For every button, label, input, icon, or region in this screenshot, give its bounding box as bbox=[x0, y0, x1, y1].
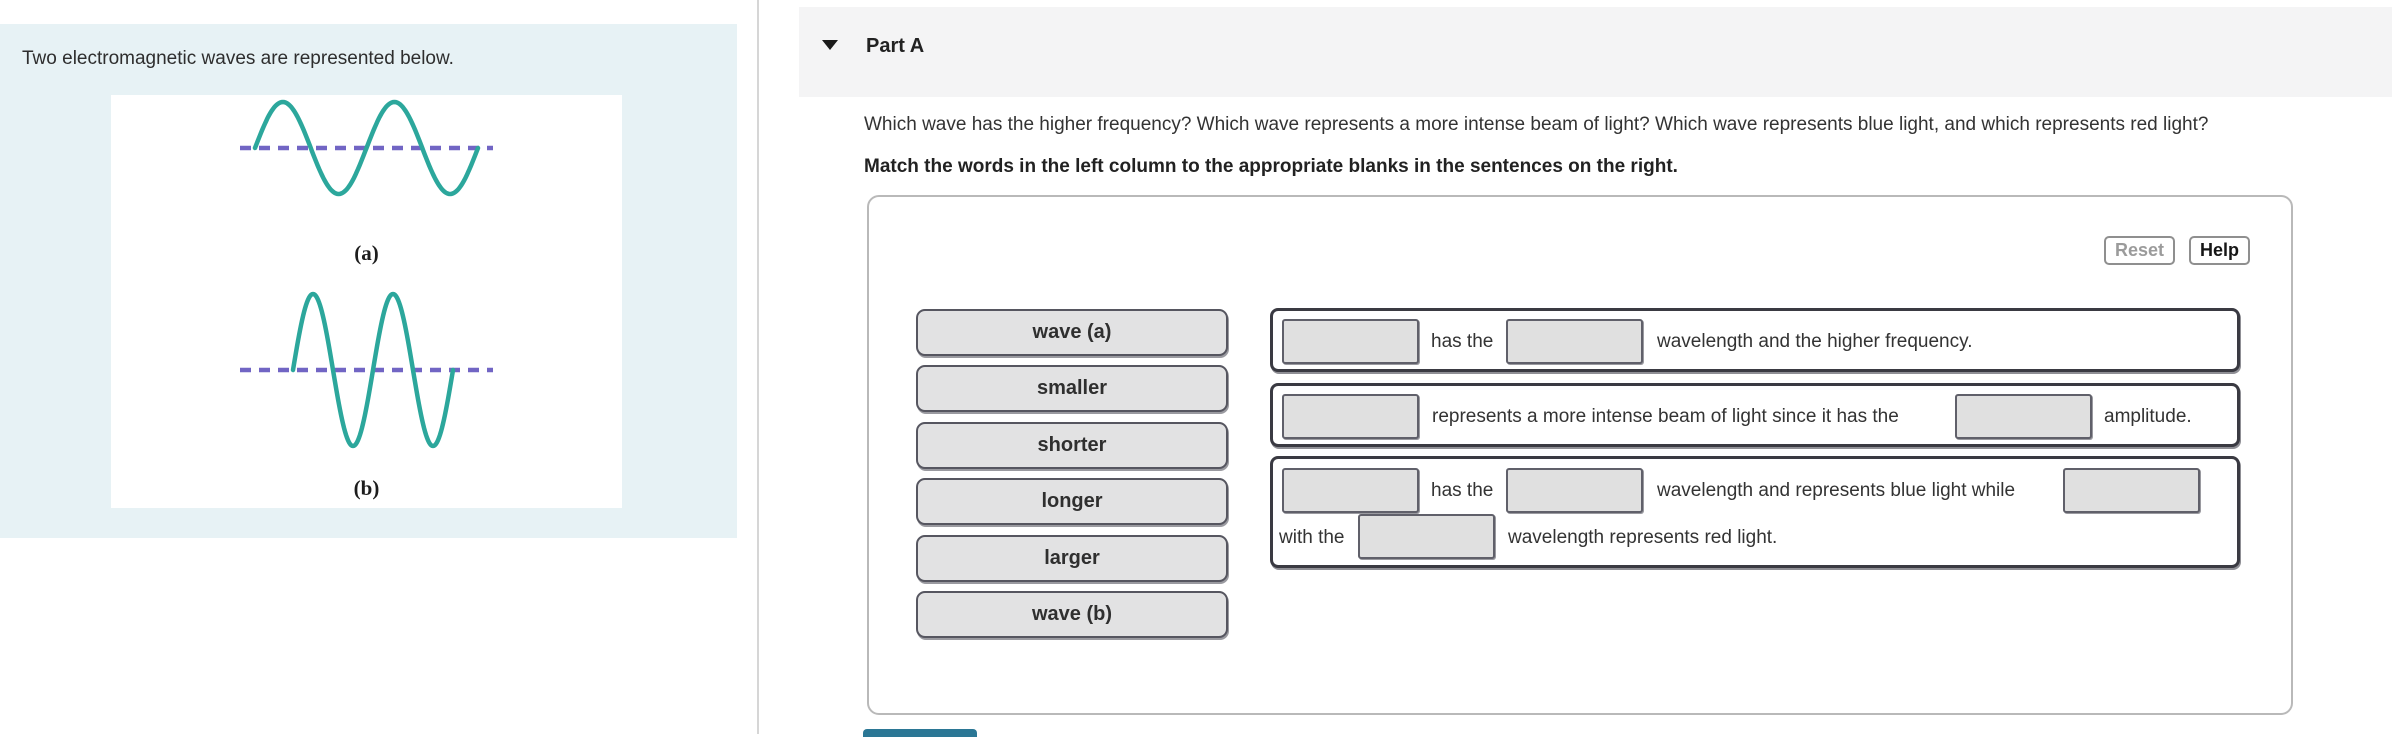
part-a-header[interactable]: Part A bbox=[799, 7, 2392, 97]
sentence-1-text-1: has the bbox=[1431, 331, 1494, 352]
intro-text: Two electromagnetic waves are represente… bbox=[22, 48, 454, 69]
sentence-1-box: has the wavelength and the higher freque… bbox=[1270, 308, 2240, 372]
wave-figure-canvas bbox=[240, 99, 493, 449]
sentence-2-blank-2[interactable] bbox=[1955, 394, 2092, 439]
word-tile-smaller[interactable]: smaller bbox=[916, 365, 1228, 412]
word-tile-larger[interactable]: larger bbox=[916, 535, 1228, 582]
matching-activity-container: Reset Help wave (a) smaller shorter long… bbox=[867, 195, 2293, 715]
reset-button[interactable]: Reset bbox=[2104, 236, 2176, 265]
wave-figure: (a) (b) bbox=[111, 95, 622, 508]
sentence-3-box: has the wavelength and represents blue l… bbox=[1270, 456, 2240, 568]
sentence-2-text-2: amplitude. bbox=[2104, 406, 2192, 427]
help-button[interactable]: Help bbox=[2189, 236, 2251, 265]
sentence-3-text-3: with the bbox=[1279, 527, 1345, 548]
word-tile-wave-a[interactable]: wave (a) bbox=[916, 309, 1228, 356]
wave-b-label: (b) bbox=[353, 476, 380, 500]
sentence-2-text-1: represents a more intense beam of light … bbox=[1432, 406, 1899, 427]
sentence-3-blank-2[interactable] bbox=[1506, 468, 1643, 513]
submit-button-partial[interactable] bbox=[863, 729, 977, 737]
sentence-1-blank-1[interactable] bbox=[1282, 319, 1419, 364]
sentence-1-blank-2[interactable] bbox=[1506, 319, 1643, 364]
part-a-title: Part A bbox=[866, 35, 925, 57]
sentence-3-text-1: has the bbox=[1431, 480, 1494, 501]
word-tile-wave-b[interactable]: wave (b) bbox=[916, 591, 1228, 638]
sentence-3-blank-1[interactable] bbox=[1282, 468, 1419, 513]
sentence-1-text-2: wavelength and the higher frequency. bbox=[1657, 331, 1973, 352]
word-tile-longer[interactable]: longer bbox=[916, 478, 1228, 525]
collapse-triangle-icon[interactable] bbox=[822, 40, 838, 50]
problem-intro-panel: Two electromagnetic waves are represente… bbox=[0, 24, 737, 538]
instruction-text: Match the words in the left column to th… bbox=[864, 156, 1678, 177]
panel-divider bbox=[757, 0, 759, 734]
sentence-2-blank-1[interactable] bbox=[1282, 394, 1419, 439]
word-tile-shorter[interactable]: shorter bbox=[916, 422, 1228, 469]
sentence-2-box: represents a more intense beam of light … bbox=[1270, 383, 2240, 447]
wave-a-curve bbox=[252, 99, 481, 197]
sentence-3-blank-4[interactable] bbox=[1358, 514, 1495, 559]
wave-a-label: (a) bbox=[354, 241, 379, 265]
wave-b-curve bbox=[290, 291, 456, 449]
question-text: Which wave has the higher frequency? Whi… bbox=[864, 114, 2209, 135]
sentence-3-text-4: wavelength represents red light. bbox=[1508, 527, 1778, 548]
sentence-3-text-2: wavelength and represents blue light whi… bbox=[1657, 480, 2016, 501]
sentence-3-blank-3[interactable] bbox=[2063, 468, 2200, 513]
